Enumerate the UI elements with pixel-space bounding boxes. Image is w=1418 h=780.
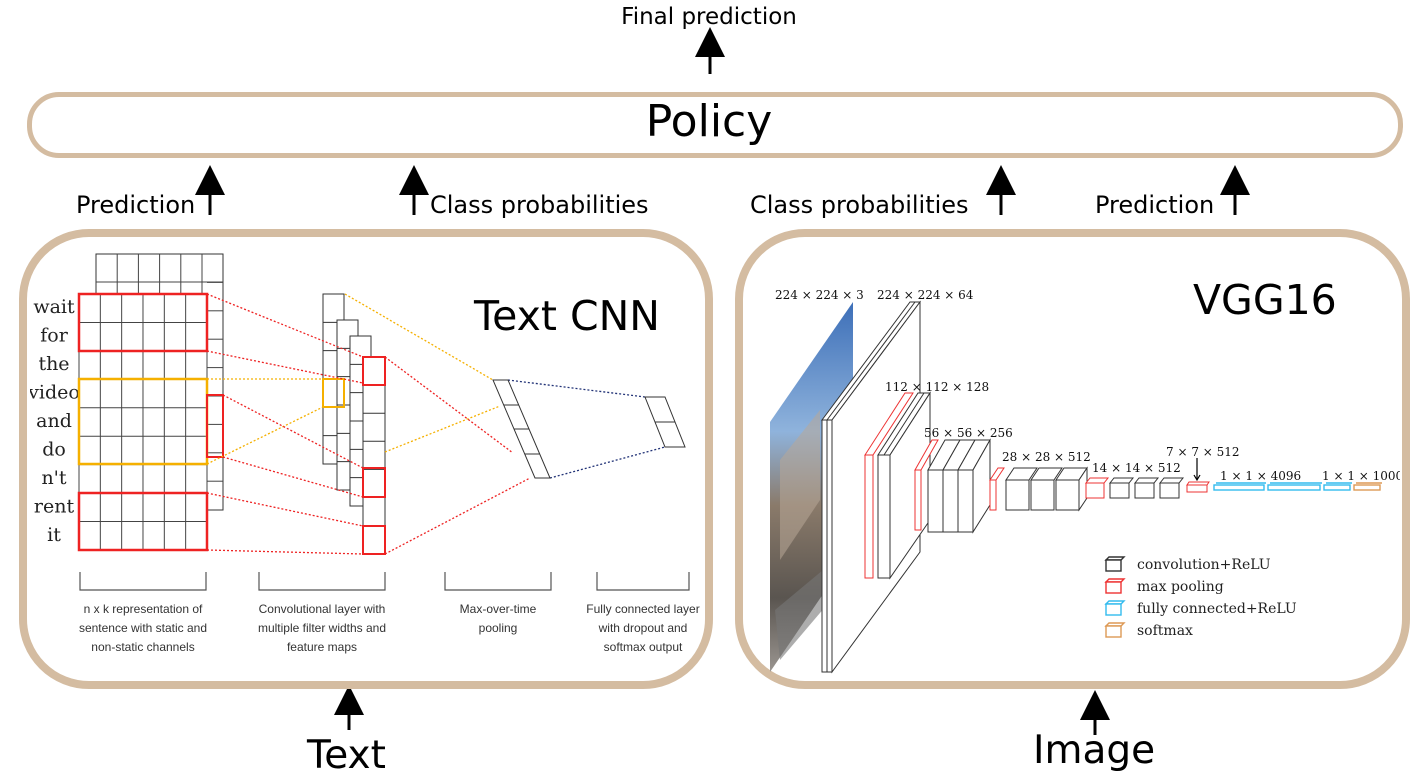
dim-label-6: 14 × 14 × 512 xyxy=(1092,461,1181,475)
final-prediction-label: Final prediction xyxy=(621,4,797,30)
legend-label-1: max pooling xyxy=(1137,579,1224,595)
policy-label: Policy xyxy=(645,96,773,147)
word-6: n't xyxy=(41,467,66,489)
text-cnn-title: Text CNN xyxy=(474,292,660,340)
word-7: rent xyxy=(34,496,75,518)
policy-box xyxy=(27,92,1403,158)
word-5: do xyxy=(42,439,66,461)
legend-label-3: softmax xyxy=(1137,623,1193,639)
legend-swatch-1 xyxy=(1105,581,1122,594)
sentence-words: wait for the video and do n't rent it xyxy=(30,296,80,546)
word-2: the xyxy=(38,353,69,375)
word-0: wait xyxy=(33,296,75,318)
text-cnn-captions: n x k representation of sentence with sta… xyxy=(79,602,700,654)
legend-label-2: fully connected+ReLU xyxy=(1137,601,1297,617)
right-prediction-label: Prediction xyxy=(1095,191,1215,219)
caption-2-0: Max-over-time xyxy=(460,602,537,616)
legend-swatch-0 xyxy=(1105,559,1122,572)
caption-2-1: pooling xyxy=(479,621,518,635)
dim-label-2: 224 × 224 × 64 xyxy=(877,288,974,302)
dim-label-4: 56 × 56 × 256 xyxy=(924,426,1013,440)
dim-label-5: 28 × 28 × 512 xyxy=(1002,450,1091,464)
word-8: it xyxy=(47,524,61,546)
vgg-legend: convolution+ReLU max pooling fully connect… xyxy=(1104,556,1297,639)
caption-0-1: sentence with static and xyxy=(79,621,207,635)
text-input-label: Text xyxy=(307,733,386,778)
legend-swatch-3 xyxy=(1105,625,1122,638)
caption-3-2: softmax output xyxy=(604,640,683,654)
caption-0-0: n x k representation of xyxy=(84,602,203,616)
word-4: and xyxy=(36,410,72,432)
caption-1-0: Convolutional layer with xyxy=(259,602,386,616)
dim-label-3: 112 × 112 × 128 xyxy=(885,380,989,394)
dim-label-7: 7 × 7 × 512 xyxy=(1166,445,1240,459)
vgg16-panel xyxy=(735,229,1410,689)
right-class-probabilities-label: Class probabilities xyxy=(750,191,969,219)
legend-label-0: convolution+ReLU xyxy=(1137,557,1271,573)
vgg16-diagram: 224 × 224 × 3 224 × 224 × 64 112 × 112 ×… xyxy=(770,288,1400,674)
dim-label-9: 1 × 1 × 1000 xyxy=(1322,469,1400,483)
text-cnn-diagram: wait for the video and do n't rent it xyxy=(30,253,700,654)
text-cnn-panel xyxy=(19,229,713,689)
left-prediction-label: Prediction xyxy=(76,191,196,219)
feature-map-front xyxy=(362,356,386,555)
dim-label-1: 224 × 224 × 3 xyxy=(775,288,864,302)
vgg16-title: VGG16 xyxy=(1193,276,1337,324)
word-1: for xyxy=(40,325,68,347)
image-input-label: Image xyxy=(1033,728,1156,773)
caption-1-1: multiple filter widths and xyxy=(258,621,386,635)
caption-3-1: with dropout and xyxy=(598,621,688,635)
legend-swatch-2 xyxy=(1105,603,1122,616)
caption-1-2: feature maps xyxy=(287,640,357,654)
caption-3-0: Fully connected layer xyxy=(586,602,699,616)
left-class-probabilities-label: Class probabilities xyxy=(430,191,649,219)
dim-label-8: 1 × 1 × 4096 xyxy=(1220,469,1301,483)
word-3: video xyxy=(30,382,80,404)
caption-0-2: non-static channels xyxy=(91,640,194,654)
